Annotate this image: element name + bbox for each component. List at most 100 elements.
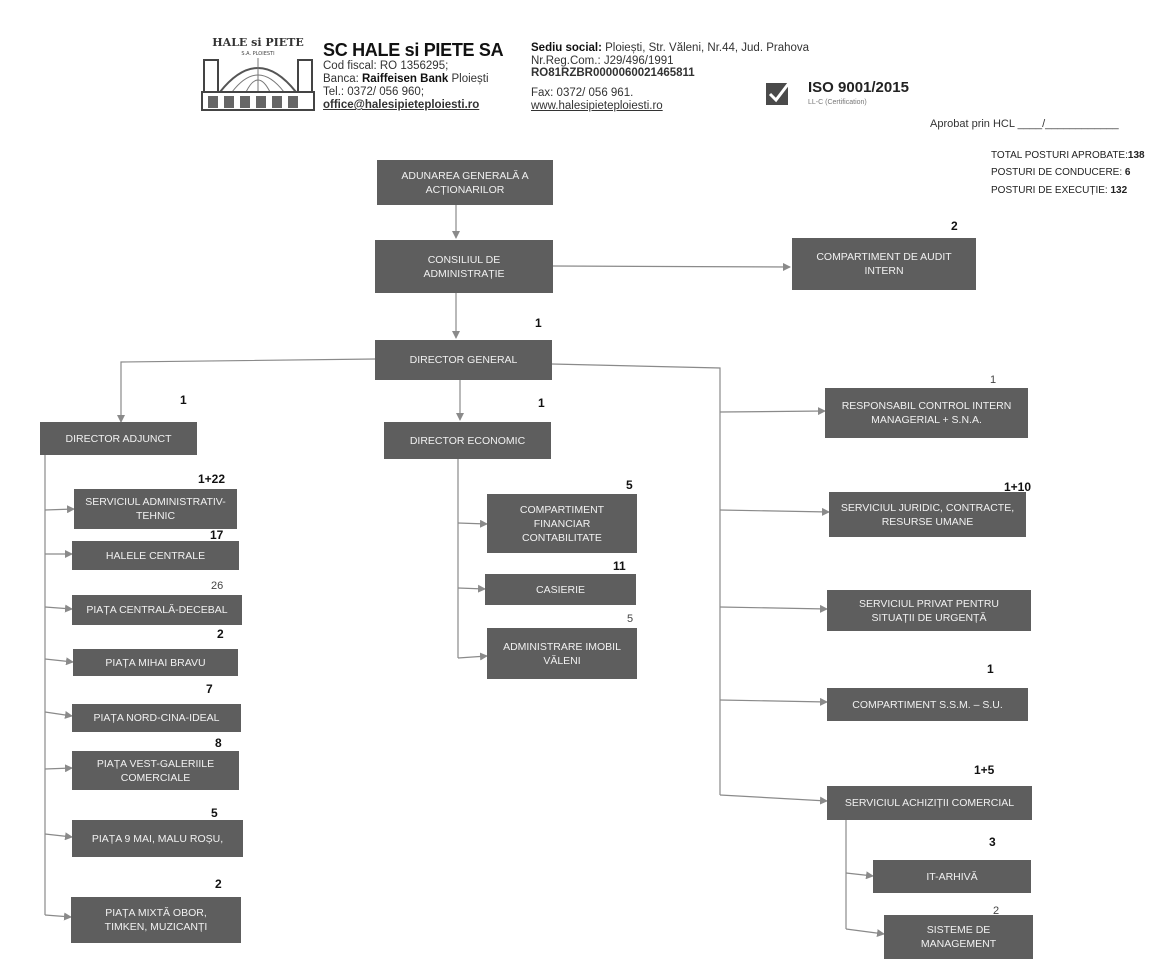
- execution-posts-label: POSTURI DE EXECUȚIE:: [991, 185, 1111, 196]
- node-label-line: FINANCIAR: [533, 517, 591, 530]
- logo-subtext: S.A. PLOIESTI: [241, 51, 274, 57]
- iso-title: ISO 9001/2015: [808, 79, 909, 96]
- node-it-arhiva: IT-ARHIVĂ: [873, 860, 1031, 893]
- node-label: PIAȚA CENTRALĂ-DECEBAL: [86, 603, 227, 617]
- count-serv-achizitii: 1+5: [974, 763, 995, 777]
- count-director-adjunct: 1: [180, 393, 187, 407]
- node-label-line: COMPARTIMENT: [519, 503, 605, 516]
- node-label-line: COMPARTIMENT DE AUDIT: [816, 251, 952, 263]
- count-sisteme: 2: [993, 905, 1000, 917]
- edge-vest: [44, 764, 73, 773]
- count-director-economic: 1: [538, 396, 545, 410]
- office-address: Ploiești, Str. Văleni, Nr.44, Jud. Praho…: [601, 42, 810, 54]
- node-casierie: CASIERIE: [485, 574, 636, 605]
- node-label: PIAȚA 9 MAI, MALU ROȘU,: [92, 832, 223, 846]
- bank-prefix: Banca:: [323, 73, 362, 85]
- node-label-line: DIRECTOR GENERAL: [409, 354, 518, 366]
- count-halele: 17: [210, 528, 224, 542]
- office-label: Sediu social:: [531, 42, 602, 54]
- edge-mihai: [44, 657, 74, 666]
- edge-imobil: [457, 652, 488, 661]
- edge-resp-control: [719, 407, 826, 416]
- node-piata-mixta: PIAȚA MIXTĂ OBOR,TIMKEN, MUZICANȚI: [71, 897, 241, 943]
- edge-mixta: [44, 912, 72, 921]
- node-label-line: CONSILIUL DE: [427, 253, 501, 266]
- node-label: DIRECTOR GENERAL: [410, 353, 518, 367]
- iso-check-icon: [766, 82, 791, 105]
- total-posts-value: 138: [1127, 150, 1145, 161]
- reg-com: Nr.Reg.Com.: J29/496/1991: [531, 55, 674, 67]
- count-comp-financiar: 5: [626, 478, 633, 492]
- node-halele: HALELE CENTRALE: [72, 541, 239, 570]
- node-label-line: VĂLENI: [543, 654, 581, 667]
- edge-9mai: [44, 832, 73, 841]
- node-label-line: SERVICIUL ACHIZIȚII COMERCIAL: [844, 797, 1015, 809]
- node-serv-juridic: SERVICIUL JURIDIC, CONTRACTE,RESURSE UMA…: [829, 492, 1026, 537]
- node-label-line: INTERN: [864, 265, 904, 277]
- node-label-line: MANAGERIAL + S.N.A.: [871, 414, 982, 426]
- node-label-line: SISTEME DE: [926, 924, 991, 936]
- node-label-line: PIAȚA NORD-CINA-IDEAL: [93, 712, 220, 724]
- count-comp-ssm: 1: [987, 662, 994, 676]
- node-label: SERVICIUL ADMINISTRATIV-TEHNIC: [85, 495, 225, 523]
- edge-sisteme: [845, 928, 885, 938]
- count-director-general: 1: [535, 316, 542, 330]
- node-label: SISTEME DE MANAGEMENT: [921, 923, 996, 951]
- node-label-line: PIAȚA CENTRALĂ-DECEBAL: [86, 604, 228, 616]
- node-comp-ssm: COMPARTIMENT S.S.M. – S.U.: [827, 688, 1028, 721]
- node-label-line: ADUNAREA GENERALĂ A: [401, 169, 529, 182]
- node-label-line: HALELE CENTRALE: [105, 549, 206, 562]
- node-label: COMPARTIMENT DE AUDIT INTERN: [816, 250, 951, 278]
- leadership-posts-value: 6: [1124, 167, 1131, 178]
- count-piata-vest: 8: [215, 736, 222, 750]
- company-name: SC HALE si PIETE SA: [323, 40, 504, 60]
- edge-decebal: [44, 604, 73, 613]
- node-label: CASIERIE: [536, 583, 585, 597]
- node-label: RESPONSABIL CONTROL INTERN MANAGERIAL + S…: [842, 399, 1012, 427]
- node-label: DIRECTOR ECONOMIC: [410, 434, 525, 448]
- node-label-line: PIAȚA MIHAI BRAVU: [105, 656, 206, 669]
- node-label-line: COMERCIALE: [120, 771, 191, 784]
- fax: Fax: 0372/ 056 961.: [531, 87, 634, 99]
- node-label: PIAȚA NORD-CINA-IDEAL: [93, 711, 219, 725]
- execution-posts-value: 132: [1110, 185, 1128, 196]
- node-label: COMPARTIMENT S.S.M. – S.U.: [852, 698, 1003, 712]
- website-link[interactable]: www.halesipieteploiesti.ro: [531, 100, 663, 112]
- node-label-line: TIMKEN, MUZICANȚI: [104, 921, 208, 933]
- edge-financiar: [457, 519, 488, 528]
- email-link[interactable]: office@halesipieteploiesti.ro: [323, 99, 480, 111]
- edge-achizitii: [719, 794, 828, 805]
- node-label: SERVICIUL ACHIZIȚII COMERCIAL: [845, 796, 1014, 810]
- node-label-line: PIAȚA VEST-GALERIILE: [96, 757, 215, 770]
- edge-dg-adjunct: [117, 358, 376, 423]
- node-piata-9mai: PIAȚA 9 MAI, MALU ROȘU,: [72, 820, 243, 857]
- node-label-line: ADMINISTRAȚIE: [423, 267, 505, 280]
- edge-dg-right-trunk: [551, 363, 721, 795]
- node-label-line: ADMINISTRARE IMOBIL: [503, 640, 621, 653]
- node-director-economic: DIRECTOR ECONOMIC: [384, 422, 551, 459]
- node-label-line: MANAGEMENT: [920, 938, 997, 950]
- leadership-posts-label: POSTURI DE CONDUCERE:: [991, 167, 1125, 178]
- node-label-line: DIRECTOR ADJUNCT: [65, 432, 172, 445]
- node-serv-admin: SERVICIUL ADMINISTRATIV-TEHNIC: [74, 489, 237, 529]
- edge-casierie: [457, 584, 486, 593]
- bank-name: Raiffeisen Bank: [362, 73, 449, 85]
- node-piata-decebal: PIAȚA CENTRALĂ-DECEBAL: [72, 595, 242, 625]
- node-label-line: SERVICIUL ADMINISTRATIV-: [85, 496, 226, 508]
- node-label-line: RESPONSABIL CONTROL INTERN: [841, 400, 1012, 412]
- node-label-line: SERVICIUL JURIDIC, CONTRACTE,: [840, 501, 1015, 514]
- node-label: PIAȚA MIXTĂ OBOR,TIMKEN, MUZICANȚI: [105, 906, 208, 934]
- node-label: DIRECTOR ADJUNCT: [66, 432, 172, 446]
- node-label: SERVICIUL JURIDIC, CONTRACTE,RESURSE UMA…: [841, 501, 1014, 529]
- edge-it-arhiva: [845, 871, 874, 880]
- edge-consiliul-audit: [552, 262, 791, 271]
- node-label: IT-ARHIVĂ: [926, 870, 977, 884]
